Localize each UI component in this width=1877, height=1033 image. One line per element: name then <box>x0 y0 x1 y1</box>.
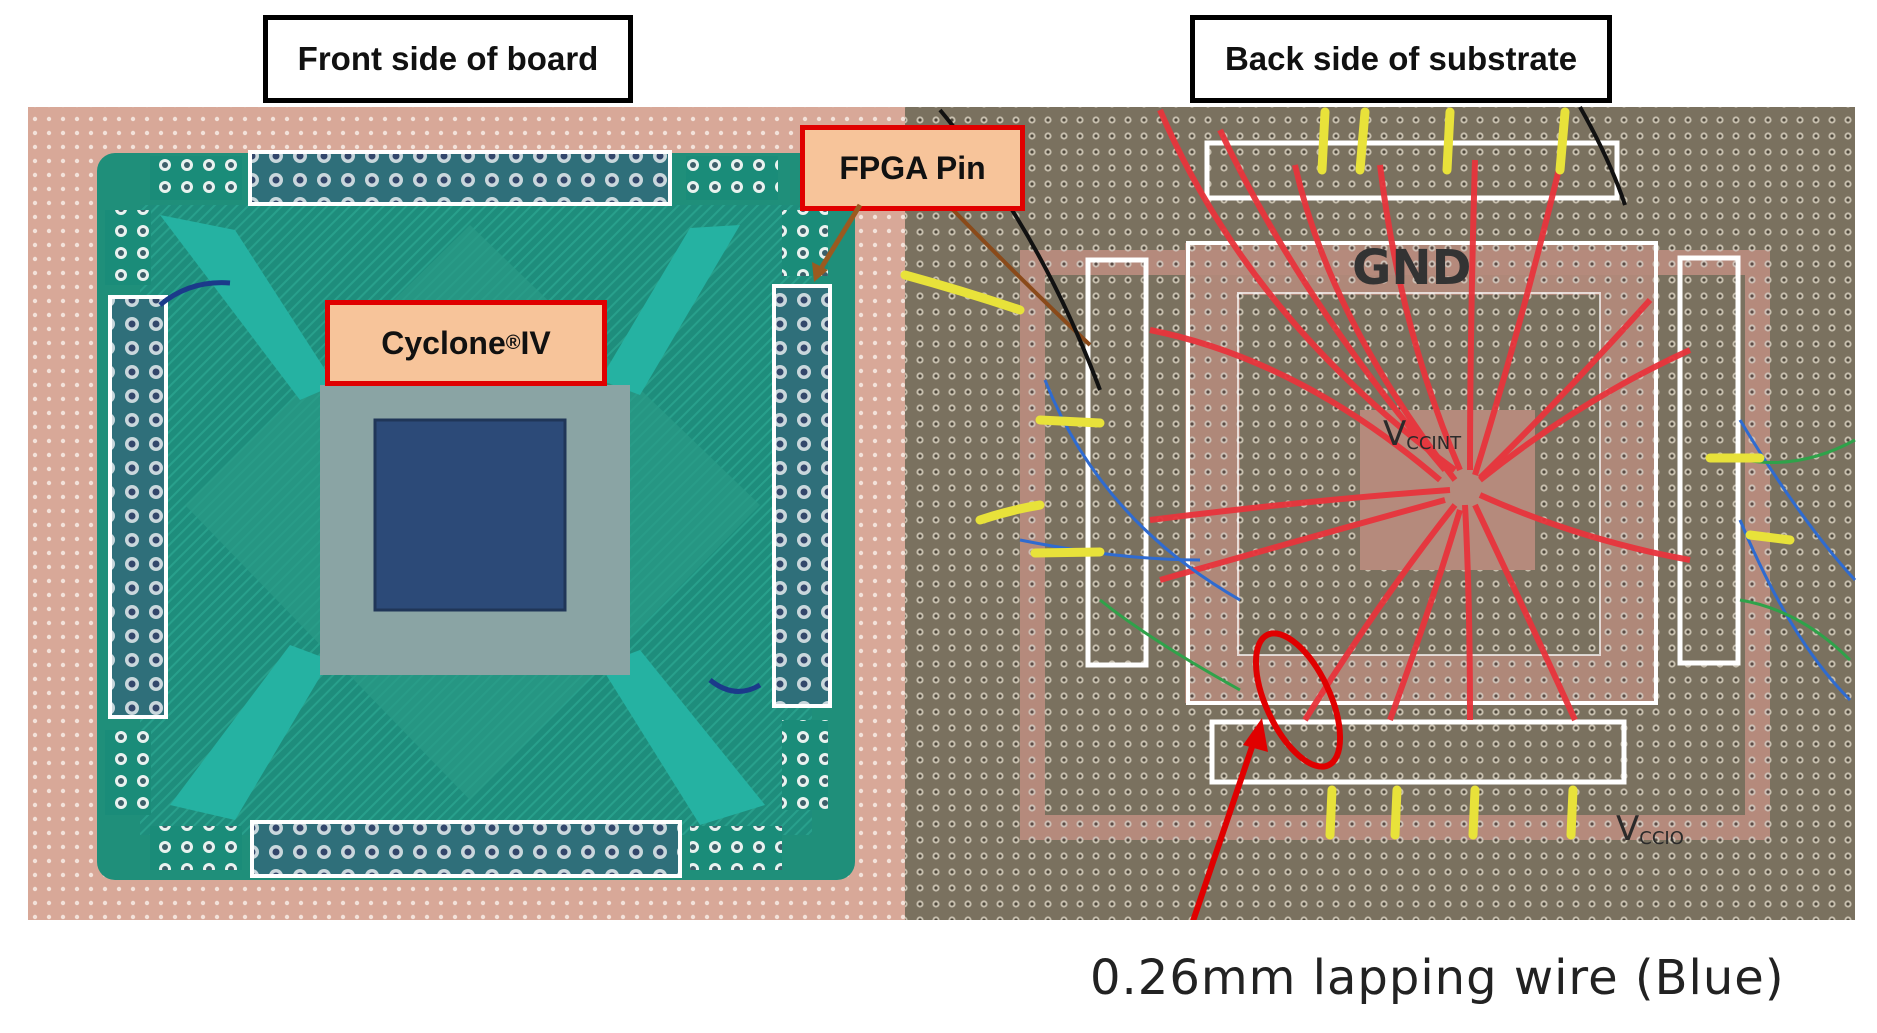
header-left-front <box>110 297 166 717</box>
jumper-wire-front-2 <box>708 678 762 694</box>
jumper-wire-front-1 <box>158 280 231 307</box>
fpga-chip <box>375 420 565 610</box>
yellow-wires <box>900 107 1795 840</box>
vccio-label: VCCIO <box>1616 809 1684 849</box>
back-header-top <box>1204 140 1620 201</box>
front-side-label: Front side of board <box>263 15 633 103</box>
gnd-outline <box>1186 241 1658 705</box>
vccint-label: VCCINT <box>1383 414 1462 454</box>
header-bottom-front <box>252 822 680 876</box>
registered-mark: ® <box>505 331 521 354</box>
lapping-wire-highlight <box>1252 630 1344 770</box>
cyclone-iv-tag: Cyclone ®IV <box>325 300 607 386</box>
cyclone-suffix: IV <box>520 324 551 361</box>
back-header-bottom <box>1209 719 1627 785</box>
header-right-front <box>774 286 830 706</box>
vccint-outline <box>1237 292 1601 656</box>
fpga-pin-tag: FPGA Pin <box>800 125 1025 211</box>
cyclone-prefix: Cyclone <box>381 324 506 361</box>
lapping-wire-arrow <box>1187 737 1258 931</box>
lapping-wire-caption: 0.26mm lapping wire (Blue) <box>1090 950 1785 1006</box>
red-power-wires <box>1149 108 1692 722</box>
gnd-label: GND <box>1352 240 1471 296</box>
header-top-left-front <box>250 152 670 204</box>
back-side-label: Back side of substrate <box>1190 15 1612 103</box>
